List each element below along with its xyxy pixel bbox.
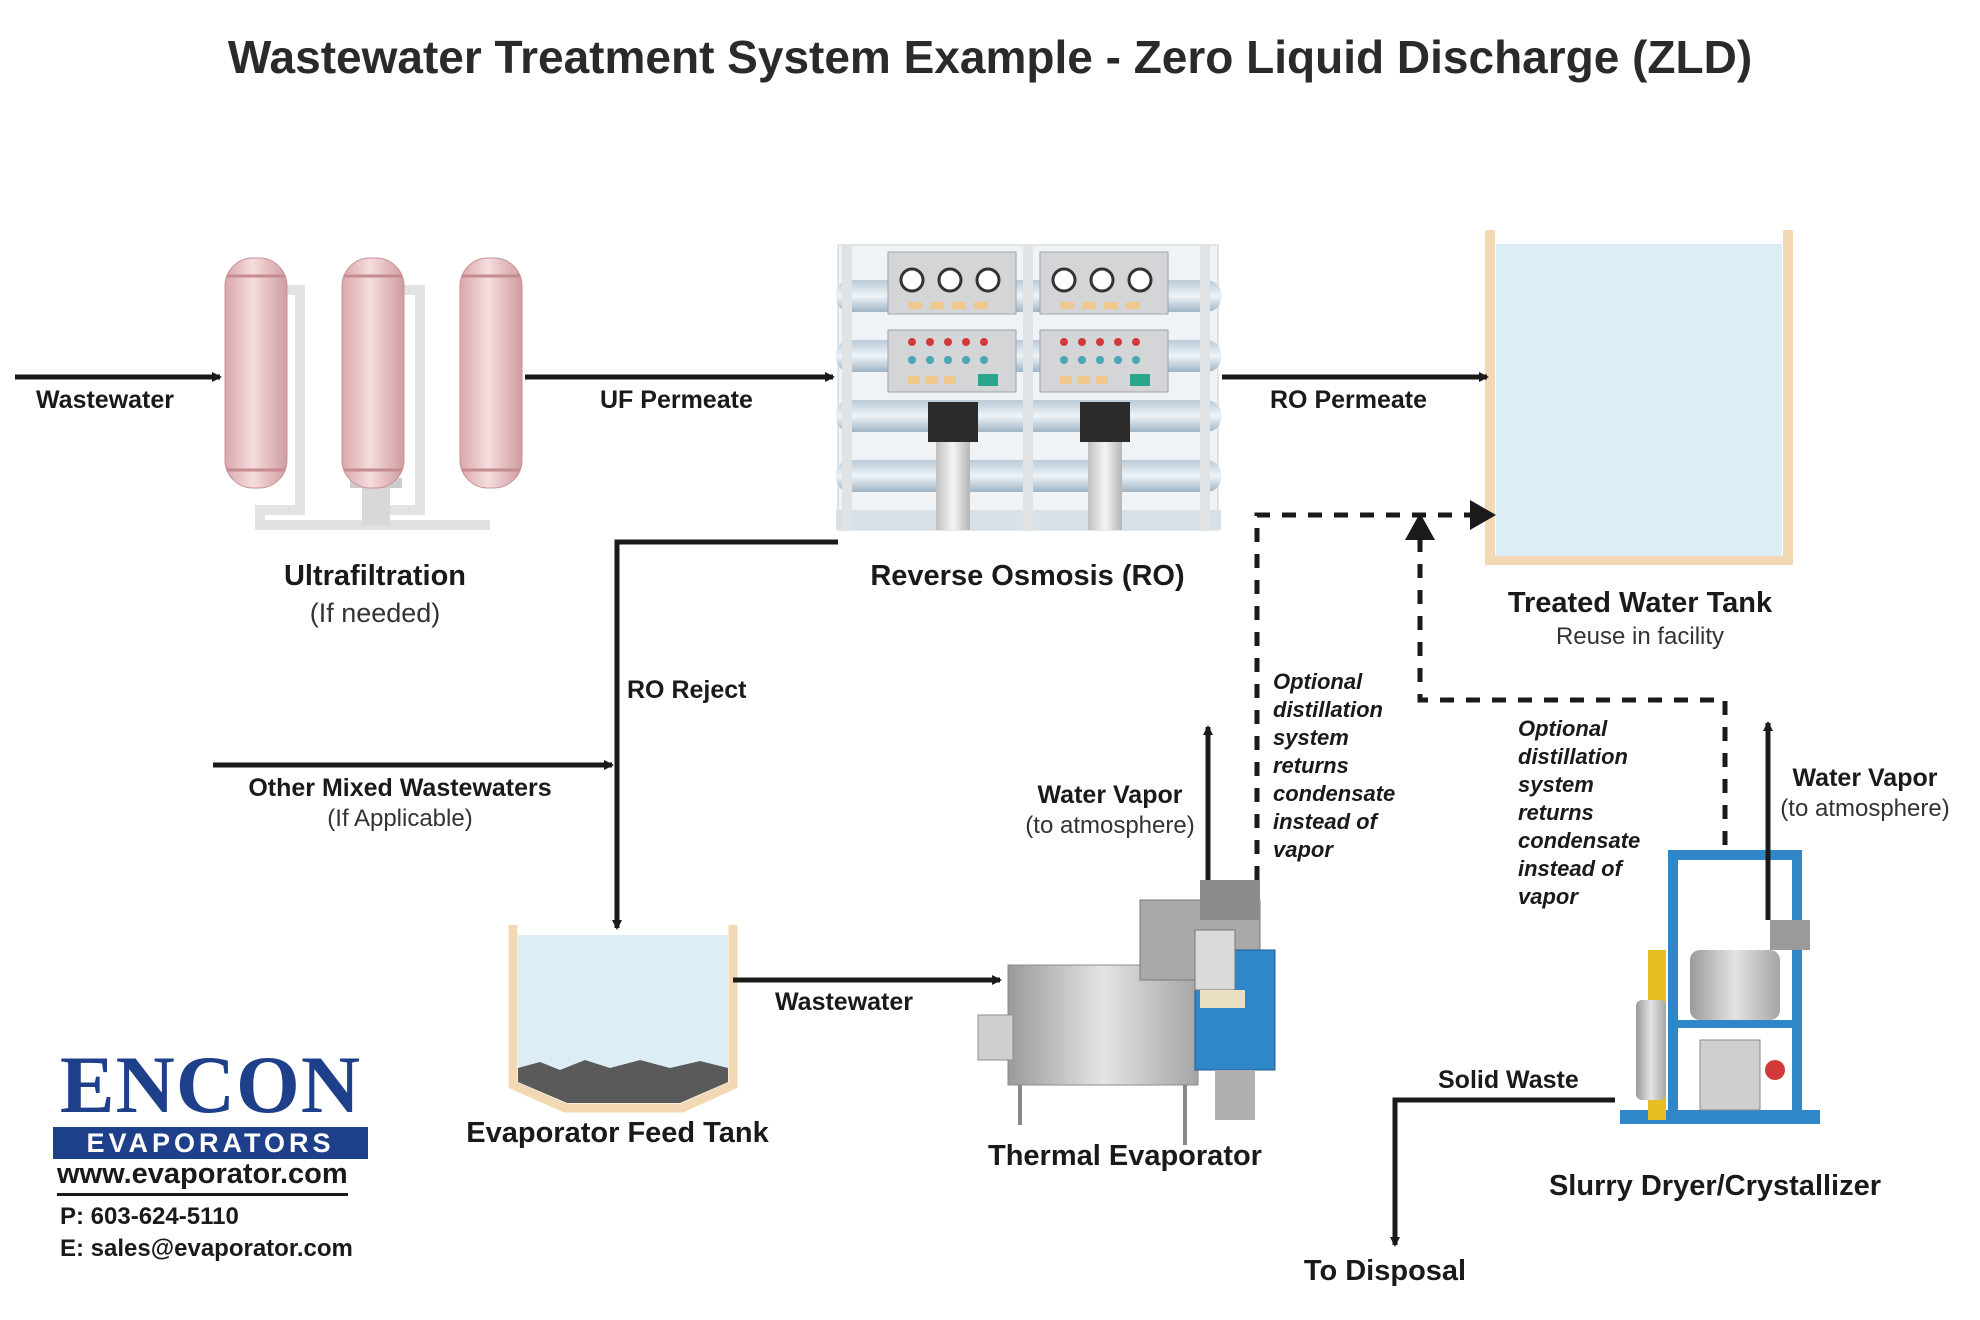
note-1-line: Optional: [1273, 669, 1363, 694]
label-wastewater-in: Wastewater: [36, 386, 175, 414]
label-to-disposal: To Disposal: [1303, 1255, 1467, 1287]
return-arrowhead-2: [1405, 513, 1435, 540]
logo-wordmark: ENCON: [59, 1039, 362, 1130]
label-water-vapor-2-sub: (to atmosphere): [1780, 795, 1950, 822]
note-optional-distillation-2: Optional distillation system returns con…: [1518, 715, 1640, 911]
label-evaporator-feed-tank: Evaporator Feed Tank: [466, 1117, 769, 1149]
note-2-line: returns: [1518, 800, 1594, 825]
note-2-line: Optional: [1518, 716, 1608, 741]
note-2-line: instead of: [1518, 856, 1622, 881]
label-water-vapor-1: Water Vapor: [1037, 781, 1183, 809]
label-thermal-evaporator: Thermal Evaporator: [988, 1140, 1262, 1172]
label-wastewater-to-evap: Wastewater: [775, 988, 914, 1016]
website-link[interactable]: www.evaporator.com: [57, 1158, 348, 1196]
label-ultrafiltration-sub: (If needed): [309, 598, 441, 628]
dashed-return-2: [1417, 530, 1728, 845]
arrow-ro-reject: [612, 539, 838, 930]
email-link[interactable]: E: sales@evaporator.com: [60, 1235, 353, 1262]
reverse-osmosis-unit: [836, 244, 1221, 531]
logo-bar: EVAPORATORS: [53, 1127, 368, 1159]
label-ultrafiltration: Ultrafiltration: [283, 560, 467, 592]
label-other-mixed-sub: (If Applicable): [327, 805, 473, 832]
label-ro-permeate: RO Permeate: [1270, 386, 1428, 414]
note-1-line: instead of: [1273, 809, 1377, 834]
dashed-return-1: [1254, 512, 1470, 880]
note-2-line: distillation: [1518, 744, 1628, 769]
label-other-mixed: Other Mixed Wastewaters: [248, 774, 552, 802]
ultrafiltration-unit: [224, 257, 523, 530]
phone-text: P: 603-624-5110: [60, 1203, 239, 1230]
note-optional-distillation-1: Optional distillation system returns con…: [1273, 668, 1395, 864]
note-2-line: vapor: [1518, 884, 1578, 909]
label-treated-water-tank-sub: Reuse in facility: [1555, 623, 1725, 650]
label-treated-water-tank: Treated Water Tank: [1507, 587, 1773, 619]
arrow-to-disposal: [1390, 1097, 1615, 1247]
note-1-line: system: [1273, 725, 1349, 750]
thermal-evaporator-unit: [977, 880, 1276, 1145]
note-1-line: vapor: [1273, 837, 1333, 862]
label-uf-permeate: UF Permeate: [600, 386, 753, 414]
slurry-dryer-unit: [1620, 850, 1820, 1124]
encon-logo: ENCON EVAPORATORS: [53, 1039, 368, 1159]
evaporator-feed-tank: [508, 925, 738, 1113]
return-arrowheads: [1405, 500, 1496, 540]
label-reverse-osmosis: Reverse Osmosis (RO): [870, 560, 1185, 592]
label-solid-waste: Solid Waste: [1438, 1066, 1579, 1094]
label-ro-reject: RO Reject: [627, 676, 747, 704]
note-2-line: system: [1518, 772, 1594, 797]
note-1-line: returns: [1273, 753, 1349, 778]
treated-water-tank: [1485, 230, 1793, 565]
note-1-line: condensate: [1273, 781, 1396, 806]
note-2-line: condensate: [1518, 828, 1641, 853]
label-slurry-dryer: Slurry Dryer/Crystallizer: [1548, 1170, 1882, 1202]
flow-arrows: [15, 372, 1773, 1247]
page-title: Wastewater Treatment System Example - Ze…: [227, 31, 1753, 83]
note-1-line: distillation: [1273, 697, 1383, 722]
label-water-vapor-2: Water Vapor: [1792, 764, 1938, 792]
return-arrowhead-1: [1470, 500, 1496, 530]
condensate-return-lines: [1254, 512, 1728, 880]
label-water-vapor-1-sub: (to atmosphere): [1025, 812, 1195, 839]
